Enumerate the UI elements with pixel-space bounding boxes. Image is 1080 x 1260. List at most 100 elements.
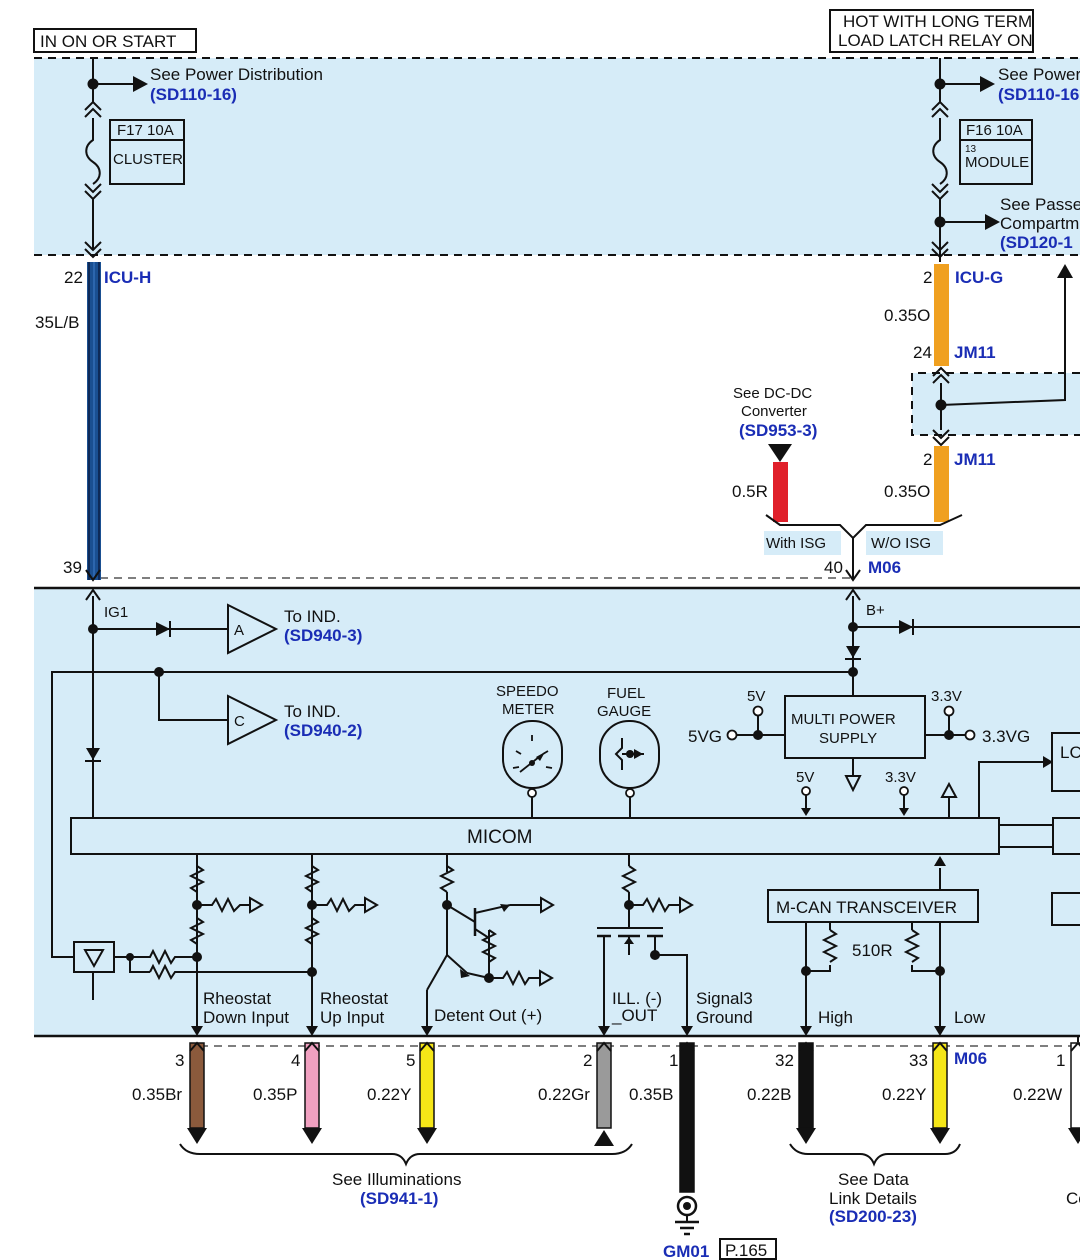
fuse-f17-box [109,119,185,185]
power-dist-left-text: See Power Distribution [150,65,323,84]
continue-arrow [302,1128,322,1144]
wire-0.22Y [419,1042,435,1129]
wire-size-label: 0.35B [629,1085,673,1104]
pin-number: 3 [175,1051,184,1070]
pin32-label2: High [818,1008,853,1027]
continue-arrow [594,1130,614,1146]
jm11-bottom-name: JM11 [954,450,996,469]
v33-bottom-label: 3.3V [885,769,916,786]
fuse-f16-pin: 13 [965,144,977,155]
icu-g-name: ICU-G [955,268,1003,287]
hot-label-2: LOAD LATCH RELAY ON [838,31,1033,50]
m06-pin-39: 39 [63,558,82,577]
wire-icu-g [934,264,949,366]
pin2-label1: ILL. (-) [612,989,662,1008]
ig1-label: IG1 [104,604,128,621]
ground-label: GM01 [663,1242,709,1260]
pin-number: 32 [775,1051,794,1070]
speedometer-gauge [502,720,563,789]
mcan-label: M-CAN TRANSCEIVER [776,898,957,917]
continue-arrow [1068,1128,1080,1144]
page-ref: P.165 [725,1241,767,1260]
connector-chevron [679,1041,695,1052]
power-dist-left-ref: (SD110-16) [150,85,237,104]
harness-wire-pin-2: 20.22Gr [538,1041,614,1146]
fuel-gauge [599,720,660,789]
fuse-f16-rating: F16 10A [966,122,1023,139]
harness-wire-pin-1: 10.22W [1013,1041,1080,1144]
datalink-line1: See Data [838,1170,909,1189]
connector-chevron [596,1041,612,1052]
wire-size-label: 0.35Br [132,1085,182,1104]
pin4-label2: Up Input [320,1008,385,1027]
pin4-label1: Rheostat [320,989,388,1008]
r510-label: 510R [852,941,893,960]
bottom-harness: 30.35Br40.35P50.22Y20.22Gr10.35B320.22B3… [132,1041,1080,1193]
harness-wire-pin-5: 50.22Y [367,1041,437,1144]
v33-top-label: 3.3V [931,688,962,705]
passenger-comp-ref: (SD120-1 [1000,233,1073,252]
icu-g-pin: 2 [923,268,932,287]
wire-0.22Y [932,1042,948,1129]
wire-0.35P [304,1042,320,1129]
with-isg-label-bg [764,531,841,555]
v5-top-label: 5V [747,688,765,705]
right-block-1 [1052,817,1080,855]
jm11-bottom-pin: 2 [923,450,932,469]
harness-wire-pin-32: 32 0.22B [747,1041,816,1144]
connector-chevron [189,1041,205,1052]
connector-chevron [932,1041,948,1052]
wire-size-label: 0.35P [253,1085,297,1104]
wire-05r [773,462,788,522]
power-dist-right-text: See Power [998,65,1080,84]
amp-c-label: C [234,713,245,730]
power-dist-right-ref: (SD110-16 [998,85,1079,104]
passenger-comp-line2: Compartm [1000,214,1079,233]
wire-0.22W [1070,1042,1080,1129]
dcdc-line2: Converter [741,403,807,420]
isg-wire-label: 0.5R [732,482,768,501]
bplus-label: B+ [866,602,885,619]
ignition-box [33,28,197,53]
pin-number: 1 [669,1051,678,1070]
wire-0.22Gr [596,1042,612,1129]
connector-chevron [798,1041,814,1052]
icu-h-pin: 22 [64,268,83,287]
jm11-top-pin: 24 [913,343,932,362]
m06-bottom-name: M06 [954,1049,987,1068]
pin-number: 5 [406,1051,415,1070]
harness-wire-pin-33: 330.22Y [882,1041,950,1144]
connector-chevron [419,1041,435,1052]
wire-size-label: 0.22B [747,1085,791,1104]
pin-number: 4 [291,1051,300,1070]
connector-chevron [304,1041,320,1052]
continue-arrow [187,1128,207,1144]
continue-arrow [796,1128,816,1144]
fuse-f16-box [959,119,1033,185]
m06-pin-40: 40 [824,558,843,577]
m06-top-name: M06 [868,558,901,577]
wire-35lb-label: 35L/B [35,313,79,332]
jm11-top-name: JM11 [954,343,996,362]
pin5-label2: Detent Out (+) [434,1006,542,1025]
wire-0.35B [679,1042,695,1193]
fuse-panel [34,58,1080,255]
pin3-label2: Down Input [203,1008,289,1027]
continue-arrow [930,1128,950,1144]
continue-arrow [417,1128,437,1144]
mcan-transceiver [767,889,979,923]
lc-label: LC [1060,743,1080,762]
hot-label-1: HOT WITH LONG TERM [843,12,1032,31]
dcdc-line1: See DC-DC [733,385,812,402]
v5-bottom-label: 5V [796,769,814,786]
pin3-label1: Rheostat [203,989,271,1008]
wire-0.35Br [189,1042,205,1129]
right-block-2 [1051,892,1080,926]
pin1-label2: Ground [696,1008,753,1027]
wire-size-label: 0.22Gr [538,1085,590,1104]
fuse-f16-name: MODULE [965,154,1029,171]
fuel-line1: FUEL [607,685,645,702]
amp-a-text: To IND. [284,607,341,626]
harness-wire-pin-3: 3 0.35Br [132,1041,207,1144]
